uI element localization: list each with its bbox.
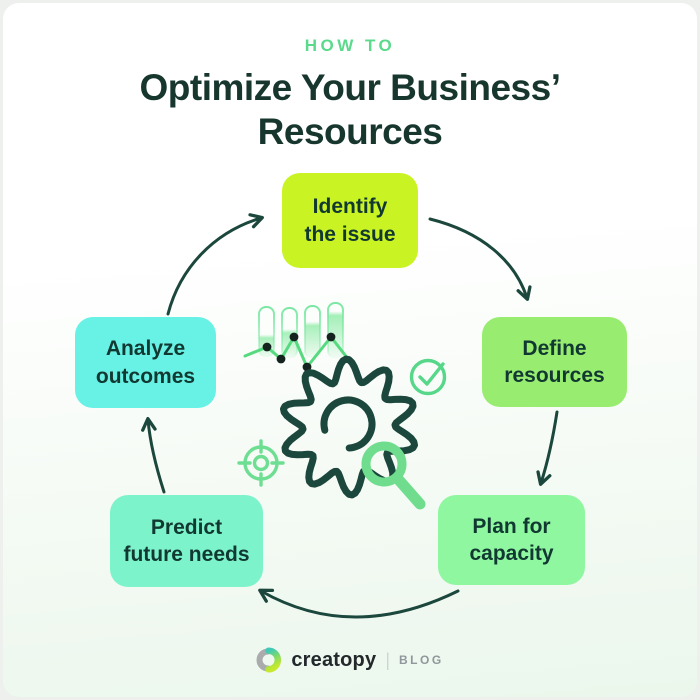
step-label-line: resources [504, 364, 605, 387]
magnifier-icon [361, 441, 426, 510]
step-label-line: outcomes [95, 364, 196, 388]
brand-suffix: BLOG [399, 653, 444, 667]
eyebrow-label: HOW TO [304, 36, 396, 55]
step-label-line: capacity [469, 542, 554, 565]
data-point-dots [262, 332, 336, 372]
arrow-analyze-to-identify [166, 213, 264, 316]
step-label-line: the issue [304, 222, 396, 246]
step-label-line: Predict [150, 515, 223, 539]
bar-line-chart-icon [243, 302, 354, 372]
arrow-identify-to-define [428, 217, 532, 301]
step-label-line: future needs [123, 543, 250, 566]
target-icon [237, 439, 285, 487]
step-label-line: Analyze [105, 337, 186, 361]
arrow-define-to-plan [536, 410, 559, 486]
step-analyze-outcomes: Analyze outcomes [75, 317, 216, 408]
header: HOW TO Optimize Your Business’ Resources [0, 36, 700, 153]
page-title: Optimize Your Business’ Resources [0, 66, 700, 153]
step-plan-for-capacity: Plan for capacity [438, 495, 585, 585]
footer: creatopy | BLOG [0, 646, 700, 674]
step-predict-future-needs: Predict future needs [110, 495, 263, 587]
page-title-line2: Resources [257, 110, 443, 152]
step-define-resources: Define resources [482, 317, 627, 407]
brand-divider: | [385, 649, 390, 670]
check-circle-icon [409, 358, 447, 396]
step-label-line: Plan for [472, 514, 551, 538]
arrow-predict-to-analyze [141, 416, 166, 494]
gear-inner-c-icon [320, 396, 376, 452]
step-label-line: Identify [312, 195, 388, 219]
resource-optimization-illustration [237, 302, 447, 510]
brand-name: creatopy [291, 648, 377, 671]
arrow-plan-to-predict [258, 588, 460, 619]
page-title-line1: Optimize Your Business’ [139, 67, 561, 108]
step-label-line: Define [522, 336, 587, 360]
creatopy-logo-icon [256, 647, 282, 673]
step-identify-the-issue: Identify the issue [282, 173, 418, 268]
